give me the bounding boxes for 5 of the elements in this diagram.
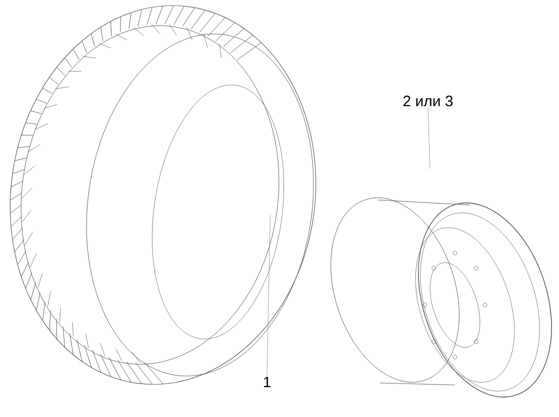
leader-line: [266, 214, 270, 376]
leader-line: [428, 107, 430, 169]
callout-number: 2 или 3: [404, 96, 453, 106]
rim-drawing: [330, 198, 552, 398]
callout-number: 1: [264, 376, 270, 388]
